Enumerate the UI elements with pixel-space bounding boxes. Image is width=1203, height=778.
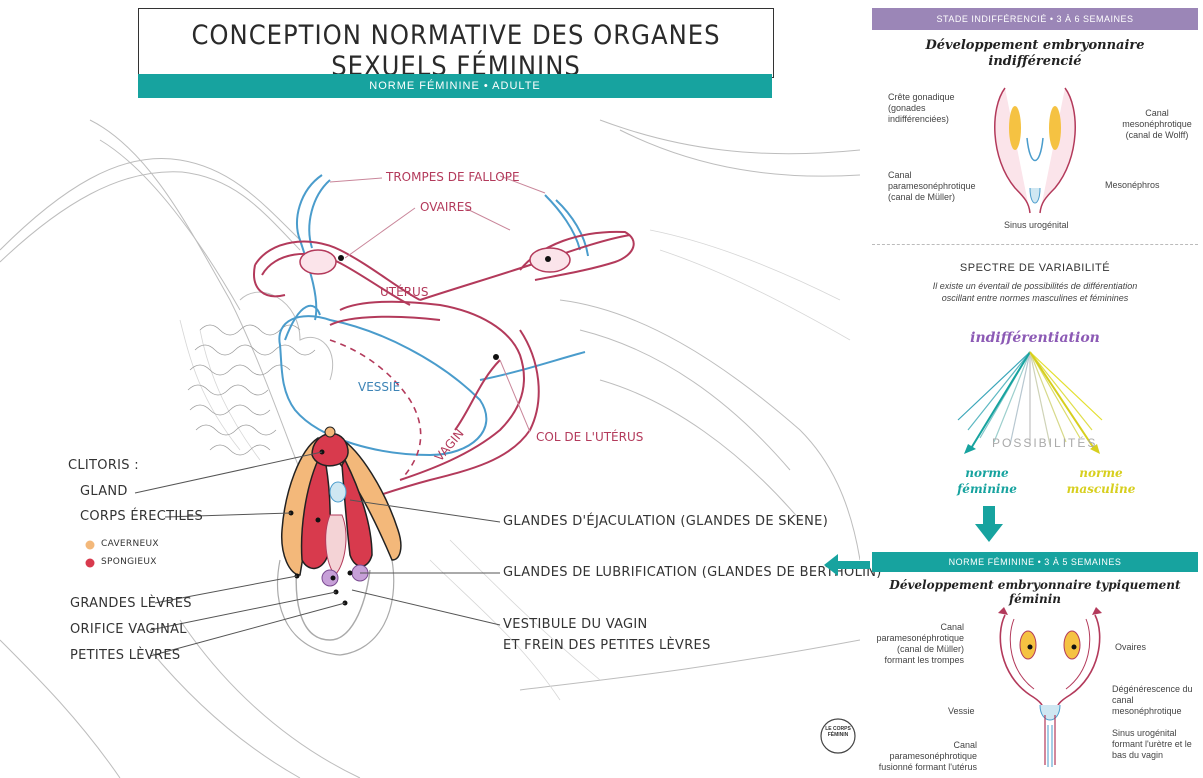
label-caverneux: CAVERNEUX <box>101 539 159 549</box>
label-corps: CORPS ÉRECTILES <box>80 509 203 524</box>
label-gland: GLAND <box>80 484 128 499</box>
label-vessie: VESSIE <box>358 380 400 394</box>
label-col: COL DE L'UTÉRUS <box>536 430 643 444</box>
logo: LE CORPS FÉMININ <box>824 726 852 738</box>
embryo-indifferent-diagram <box>985 78 1085 218</box>
label-mesonephros: Mesonéphros <box>1105 180 1160 191</box>
label-trompes: TROMPES DE FALLOPE <box>386 170 520 184</box>
norme-masc-1: norme <box>1066 466 1136 480</box>
label-canal-para-2: Canal paramesonéphrotique (canal de Müll… <box>872 622 964 666</box>
subtitle-bar: NORME FÉMININE • ADULTE <box>138 74 772 98</box>
label-spongieux: SPONGIEUX <box>101 557 157 567</box>
label-vestibule-2: ET FREIN DES PETITES LÈVRES <box>503 638 711 653</box>
possibilites-label: POSSIBILITÉS <box>992 436 1097 450</box>
norme-fem-1: norme <box>952 466 1022 480</box>
indiff-label: indifférentiation <box>872 330 1198 346</box>
stage1-title-1: Développement embryonnaire <box>872 38 1198 53</box>
label-canal-meso: Canal mesonéphrotique (canal de Wolff) <box>1118 108 1196 141</box>
norme-masc-2: masculine <box>1056 482 1146 496</box>
stage1-title-2: indifférencié <box>872 54 1198 69</box>
label-ovaires-2: Ovaires <box>1115 642 1146 653</box>
norme-fem-2: féminine <box>942 482 1032 496</box>
spectre-text-1: Il existe un éventail de possibilités de… <box>872 281 1198 292</box>
label-canal-fus: Canal paramesonéphrotique fusionné forma… <box>872 740 977 773</box>
spectre-title: SPECTRE DE VARIABILITÉ <box>872 262 1198 274</box>
label-petites-levres: PETITES LÈVRES <box>70 648 180 663</box>
label-sinus-2: Sinus urogénital formant l'urètre et le … <box>1112 728 1200 761</box>
embryo-female-diagram <box>990 605 1110 773</box>
label-ovaires: OVAIRES <box>420 200 472 214</box>
label-crete: Crête gonadique (gonades indifférenciées… <box>888 92 968 125</box>
divider <box>872 244 1198 245</box>
stage2-bar: NORME FÉMININE • 3 À 5 SEMAINES <box>872 552 1198 572</box>
label-degen: Dégénérescence du canal mesonéphrotique <box>1112 684 1200 717</box>
label-canal-para: Canal paramesonéphrotique (canal de Müll… <box>888 170 978 203</box>
stage2-title: Développement embryonnaire typiquement f… <box>872 578 1198 606</box>
label-clitoris: CLITORIS : <box>68 458 139 473</box>
page-title: CONCEPTION NORMATIVE DES ORGANES SEXUELS… <box>140 20 772 82</box>
arrow-left-icon <box>822 552 872 578</box>
label-orifice-vaginal: ORIFICE VAGINAL <box>70 622 187 637</box>
label-vestibule-1: VESTIBULE DU VAGIN <box>503 617 648 632</box>
spectre-text-2: oscillant entre normes masculines et fém… <box>872 293 1198 304</box>
arrow-down-icon <box>974 506 1004 544</box>
label-skene: GLANDES D'ÉJACULATION (GLANDES DE SKENE) <box>503 514 828 529</box>
label-vessie-2: Vessie <box>948 706 975 717</box>
label-uterus: UTÉRUS <box>380 285 428 299</box>
label-sinus: Sinus urogénital <box>1004 220 1069 231</box>
label-grandes-levres: GRANDES LÈVRES <box>70 596 192 611</box>
stage1-bar: STADE INDIFFÉRENCIÉ • 3 À 6 SEMAINES <box>872 8 1198 30</box>
